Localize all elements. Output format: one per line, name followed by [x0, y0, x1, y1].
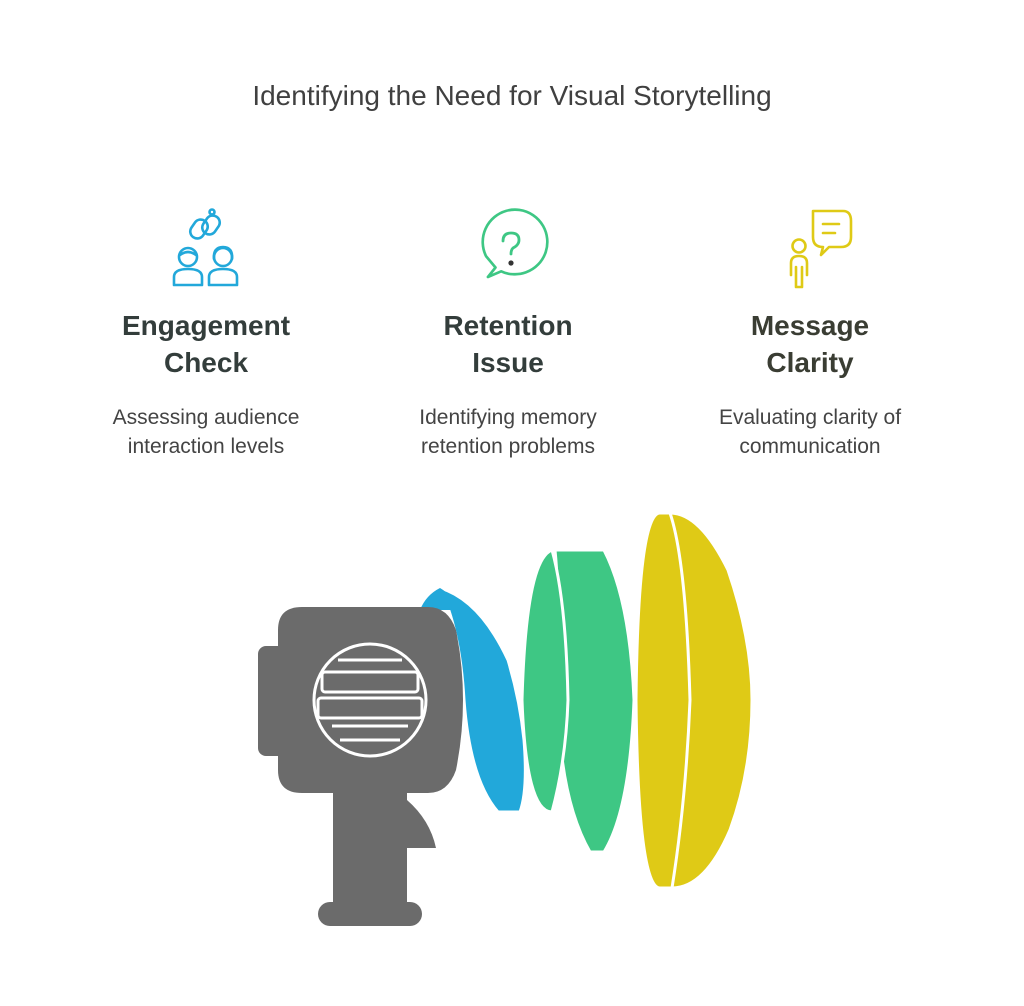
megaphone-grip-base: [318, 902, 422, 926]
column-engagement-check: Engagement Check Assessing audience inte…: [56, 205, 356, 461]
megaphone-handle: [333, 793, 407, 903]
column-description: Evaluating clarity of communication: [718, 406, 902, 458]
column-description: Assessing audience interaction levels: [112, 406, 300, 458]
question-bubble-icon: [481, 208, 549, 279]
users-link-icon: [172, 208, 239, 287]
wave-yellow: [668, 511, 754, 890]
wave-blue-back: [420, 588, 460, 610]
megaphone-grille-icon: [312, 642, 428, 758]
page-title: Identifying the Need for Visual Storytel…: [252, 80, 772, 111]
column-heading: Retention Issue: [443, 310, 573, 378]
column-heading: Message Clarity: [750, 310, 870, 378]
person-speech-icon: [789, 209, 853, 289]
megaphone-trigger: [407, 800, 436, 848]
column-heading: Engagement Check: [121, 310, 291, 378]
megaphone-illustration: [258, 511, 754, 926]
wave-blue: [437, 585, 527, 814]
column-retention-issue: Retention Issue Identifying memory reten…: [358, 205, 658, 461]
wave-green-back: [520, 548, 570, 814]
column-description: Identifying memory retention problems: [419, 406, 597, 458]
column-message-clarity: Message Clarity Evaluating clarity of co…: [660, 205, 960, 461]
wave-yellow-back: [634, 511, 692, 890]
